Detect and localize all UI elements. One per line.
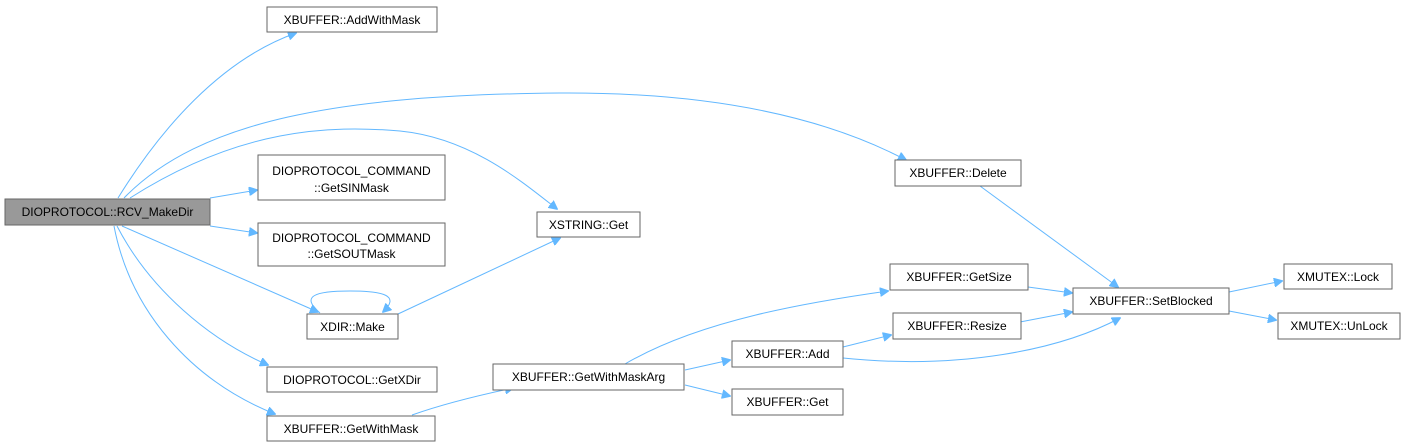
edge-xdirmake-xstringget	[397, 238, 560, 315]
edge-rcvmakedir-getwithmask	[113, 225, 275, 414]
node-getwithmaskarg[interactable]: XBUFFER::GetWithMaskArg	[492, 363, 685, 391]
node-label: DIOPROTOCOL::GetXDir	[283, 373, 421, 387]
edge-rcvmakedir-delete	[123, 92, 906, 199]
edge-setblocked-unlock	[1228, 310, 1276, 320]
node-label: XMUTEX::UnLock	[1290, 319, 1388, 333]
node-label: XDIR::Make	[320, 320, 385, 334]
node-resize[interactable]: XBUFFER::Resize	[892, 312, 1022, 340]
edge-getwithmaskarg-getsize	[624, 291, 888, 365]
edge-rcvmakedir-getxdir	[116, 225, 268, 365]
node-xbuffer-get[interactable]: XBUFFER::Get	[731, 388, 844, 416]
edge-getsize-setblocked	[1027, 286, 1072, 293]
node-label: XBUFFER::Resize	[907, 319, 1007, 333]
edge-resize-setblocked	[1019, 312, 1072, 323]
edge-getwithmaskarg-xbufferget	[684, 384, 730, 396]
node-label: DIOPROTOCOL::RCV_MakeDir	[22, 205, 194, 219]
nodes: DIOPROTOCOL::RCV_MakeDir XBUFFER::AddWit…	[4, 6, 1401, 442]
edge-rcvmakedir-getsoutmask	[209, 225, 257, 233]
node-getsinmask[interactable]: DIOPROTOCOL_COMMAND ::GetSINMask	[257, 154, 446, 201]
node-getxdir[interactable]: DIOPROTOCOL::GetXDir	[266, 366, 438, 393]
node-label: XBUFFER::GetSize	[906, 270, 1012, 284]
node-label: XBUFFER::GetWithMask	[284, 422, 420, 436]
edge-rcvmakedir-xstringget	[129, 128, 557, 209]
node-label-line1: DIOPROTOCOL_COMMAND	[272, 164, 431, 178]
node-label-line1: DIOPROTOCOL_COMMAND	[272, 231, 431, 245]
edge-xdirmake-self	[310, 290, 390, 314]
node-getsoutmask[interactable]: DIOPROTOCOL_COMMAND ::GetSOUTMask	[257, 222, 446, 267]
node-label: XBUFFER::Delete	[909, 166, 1007, 180]
edge-delete-setblocked	[979, 185, 1118, 287]
node-label-line2: ::GetSOUTMask	[307, 247, 396, 261]
node-label: XBUFFER::Get	[746, 395, 829, 409]
edge-rcvmakedir-xdirmake	[121, 225, 318, 312]
node-addwithmask[interactable]: XBUFFER::AddWithMask	[266, 6, 438, 33]
node-xdir-make[interactable]: XDIR::Make	[306, 313, 399, 340]
edge-setblocked-lock	[1228, 281, 1282, 293]
edge-add-setblocked	[842, 318, 1120, 362]
node-label: XBUFFER::Add	[745, 347, 829, 361]
node-xstring-get[interactable]: XSTRING::Get	[536, 211, 641, 238]
node-delete[interactable]: XBUFFER::Delete	[894, 159, 1022, 187]
node-label: XBUFFER::SetBlocked	[1089, 294, 1212, 308]
edge-rcvmakedir-getsinmask	[209, 190, 257, 199]
node-add[interactable]: XBUFFER::Add	[731, 340, 844, 368]
node-setblocked[interactable]: XBUFFER::SetBlocked	[1072, 287, 1230, 315]
node-label: XBUFFER::AddWithMask	[284, 13, 422, 27]
edge-getwithmaskarg-add	[684, 360, 730, 371]
node-unlock[interactable]: XMUTEX::UnLock	[1277, 312, 1401, 340]
edge-add-resize	[842, 335, 891, 348]
edges	[113, 33, 1282, 415]
node-lock[interactable]: XMUTEX::Lock	[1283, 263, 1393, 290]
node-label: XBUFFER::GetWithMaskArg	[512, 370, 665, 384]
node-label: XSTRING::Get	[549, 218, 629, 232]
node-label: XMUTEX::Lock	[1297, 270, 1380, 284]
edge-rcvmakedir-addwithmask	[117, 33, 296, 199]
node-rcv-makedir[interactable]: DIOPROTOCOL::RCV_MakeDir	[4, 198, 211, 226]
node-label-line2: ::GetSINMask	[314, 181, 390, 195]
node-getwithmask[interactable]: XBUFFER::GetWithMask	[266, 415, 436, 442]
node-getsize[interactable]: XBUFFER::GetSize	[889, 263, 1029, 291]
